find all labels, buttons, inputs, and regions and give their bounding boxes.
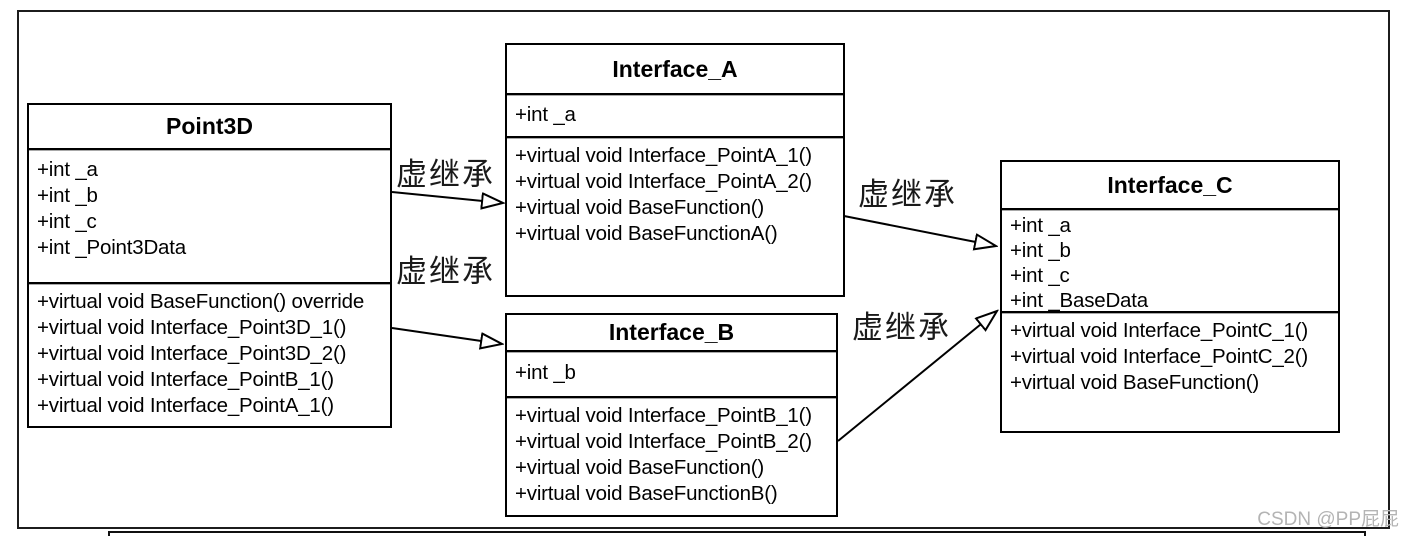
member-line: +int _a [37,158,98,181]
diagram-outer-frame [17,10,1390,529]
member-line: +virtual void BaseFunction() [1010,371,1260,394]
class-methods: +virtual void Interface_PointB_1() +virtu… [507,398,836,515]
member-line: +virtual void BaseFunction() override [37,290,365,313]
member-line: +int _a [515,103,576,126]
member-line: +int _BaseData [1010,289,1148,312]
partial-bottom-box [108,531,1366,536]
class-attributes: +int _a+int _b+int _c+int _BaseData [1002,210,1338,313]
class-methods: +virtual void Interface_PointC_1() +virtu… [1002,313,1338,431]
class-attributes: +int _a +int _b +int _c +int _Point3Data [29,150,390,284]
member-line: +virtual void Interface_PointA_2() [515,170,812,193]
member-line: +virtual void Interface_PointB_1() [515,404,812,427]
class-title: Point3D [29,105,390,150]
member-line: +virtual void Interface_PointC_1() [1010,319,1309,342]
class-attributes: +int _a [507,95,843,138]
member-line: +int _b [37,184,98,207]
member-line: +virtual void Interface_PointC_2() [1010,345,1309,368]
class-title: Interface_A [507,45,843,95]
member-line: +virtual void Interface_PointA_1() [515,144,812,167]
edge-label-virtual-inheritance: 虚继承 [858,177,957,212]
member-line: +virtual void Interface_Point3D_2() [37,342,347,365]
member-line: +int _c [37,210,97,233]
class-box-interface-c: Interface_C +int _a+int _b+int _c+int _B… [1000,160,1340,433]
member-line: +int _b [1010,239,1071,262]
class-title: Interface_C [1002,162,1338,210]
class-methods: +virtual void Interface_PointA_1() +virtu… [507,138,843,295]
member-line: +int _a [1010,214,1071,237]
class-box-interface-a: Interface_A +int _a +virtual void Interf… [505,43,845,297]
edge-label-virtual-inheritance: 虚继承 [396,254,495,289]
edge-label-virtual-inheritance: 虚继承 [852,310,951,345]
member-line: +int _b [515,361,576,384]
member-line: +virtual void BaseFunctionA() [515,222,778,245]
member-line: +virtual void BaseFunctionB() [515,482,778,505]
class-title: Interface_B [507,315,836,352]
member-line: +virtual void Interface_Point3D_1() [37,316,347,339]
member-line: +virtual void Interface_PointB_1() [37,368,334,391]
member-line: +int _Point3Data [37,236,186,259]
class-box-interface-b: Interface_B +int _b +virtual void Interf… [505,313,838,517]
member-line: +virtual void BaseFunction() [515,196,765,219]
member-line: +virtual void BaseFunction() [515,456,765,479]
class-methods: +virtual void BaseFunction() override +vi… [29,284,390,426]
class-attributes: +int _b [507,352,836,398]
member-line: +int _c [1010,264,1070,287]
class-box-point3d: Point3D +int _a +int _b +int _c +int _Point… [27,103,392,428]
watermark-text: CSDN @PP屁屁 [1257,509,1399,530]
member-line: +virtual void Interface_PointB_2() [515,430,812,453]
edge-label-virtual-inheritance: 虚继承 [396,157,495,192]
member-line: +virtual void Interface_PointA_1() [37,394,334,417]
